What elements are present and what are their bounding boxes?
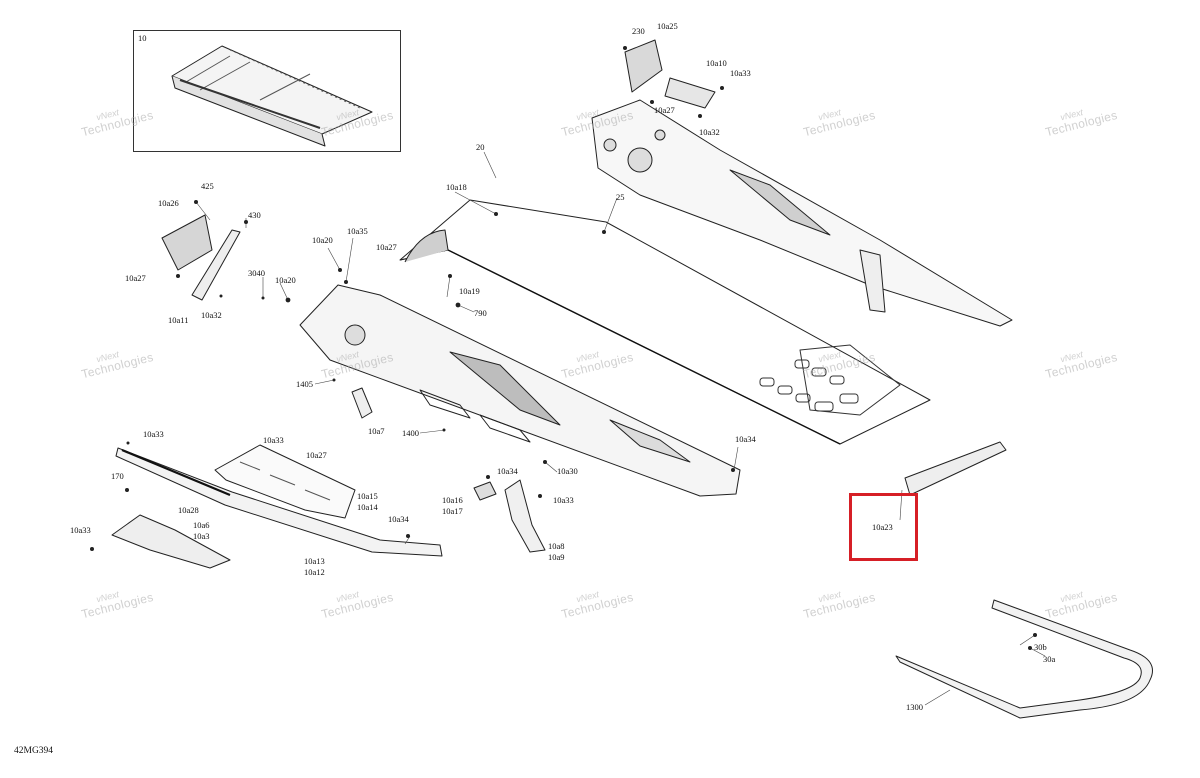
part-label: 10a23 xyxy=(872,522,893,532)
part-label: 10a34 xyxy=(497,466,518,476)
part-label: 10a33 xyxy=(143,429,164,439)
part-label: 10a9 xyxy=(548,552,565,562)
part-label: 10a3 xyxy=(193,531,210,541)
part-label: 10a19 xyxy=(459,286,480,296)
tunnel-floor-plate-part xyxy=(399,199,931,445)
left-side-panel-part xyxy=(299,284,741,497)
part-label: 10a8 xyxy=(548,541,565,551)
part-label: 10a27 xyxy=(376,242,397,252)
plate-10a7-part xyxy=(351,387,373,419)
part-label: 10a7 xyxy=(368,426,385,436)
upper-bracket-part xyxy=(624,39,716,109)
part-label: 10a33 xyxy=(730,68,751,78)
part-label: 10a25 xyxy=(657,21,678,31)
part-label: 10 xyxy=(138,33,147,43)
inset-tunnel-part xyxy=(171,45,373,147)
part-label: 425 xyxy=(201,181,214,191)
center-bracket-part xyxy=(473,479,546,553)
grid-bracket-part xyxy=(214,444,356,519)
part-label: 10a28 xyxy=(178,505,199,515)
loop-rail-part xyxy=(895,599,1153,719)
part-label: 1300 xyxy=(906,702,923,712)
part-label: 10a10 xyxy=(706,58,727,68)
diagram-code: 42MG394 xyxy=(14,746,54,756)
part-label: 10a34 xyxy=(388,514,409,524)
part-label: 10a14 xyxy=(357,502,378,512)
part-label: 10a33 xyxy=(263,435,284,445)
part-label: 10a33 xyxy=(553,495,574,505)
part-label: 10a26 xyxy=(158,198,179,208)
inset-frame xyxy=(133,30,401,152)
part-label: 3040 xyxy=(248,268,265,278)
part-label: 170 xyxy=(111,471,124,481)
part-label: 430 xyxy=(248,210,261,220)
part-label: 20 xyxy=(476,142,485,152)
part-label: 25 xyxy=(616,192,625,202)
part-label: 10a15 xyxy=(357,491,378,501)
part-label: 10a11 xyxy=(168,315,189,325)
part-label: 10a30 xyxy=(557,466,578,476)
part-label: 10a18 xyxy=(446,182,467,192)
part-label: 10a6 xyxy=(193,520,210,530)
part-label: 10a20 xyxy=(275,275,296,285)
part-highlight-box xyxy=(849,493,918,561)
part-label: 10a17 xyxy=(442,506,463,516)
part-label: 1405 xyxy=(296,379,313,389)
part-label: 10a32 xyxy=(201,310,222,320)
lower-rail-part xyxy=(115,447,443,557)
right-rail-10a23-part xyxy=(904,441,1007,496)
part-label: 1400 xyxy=(402,428,419,438)
part-label: 10a27 xyxy=(306,450,327,460)
part-label: 10a33 xyxy=(70,525,91,535)
part-label: 10a34 xyxy=(735,434,756,444)
part-label: 30b xyxy=(1034,642,1047,652)
part-label: 10a13 xyxy=(304,556,325,566)
part-label: 10a27 xyxy=(654,105,675,115)
part-label: 230 xyxy=(632,26,645,36)
left-bracket-part xyxy=(161,214,241,301)
lower-left-bracket-part xyxy=(111,514,231,569)
part-label: 10a32 xyxy=(699,127,720,137)
part-label: 10a27 xyxy=(125,273,146,283)
part-label: 790 xyxy=(474,308,487,318)
part-label: 10a20 xyxy=(312,235,333,245)
part-label: 30a xyxy=(1043,654,1056,664)
part-label: 10a35 xyxy=(347,226,368,236)
part-label: 10a12 xyxy=(304,567,325,577)
part-label: 10a16 xyxy=(442,495,463,505)
right-side-panel-part xyxy=(591,99,1013,327)
